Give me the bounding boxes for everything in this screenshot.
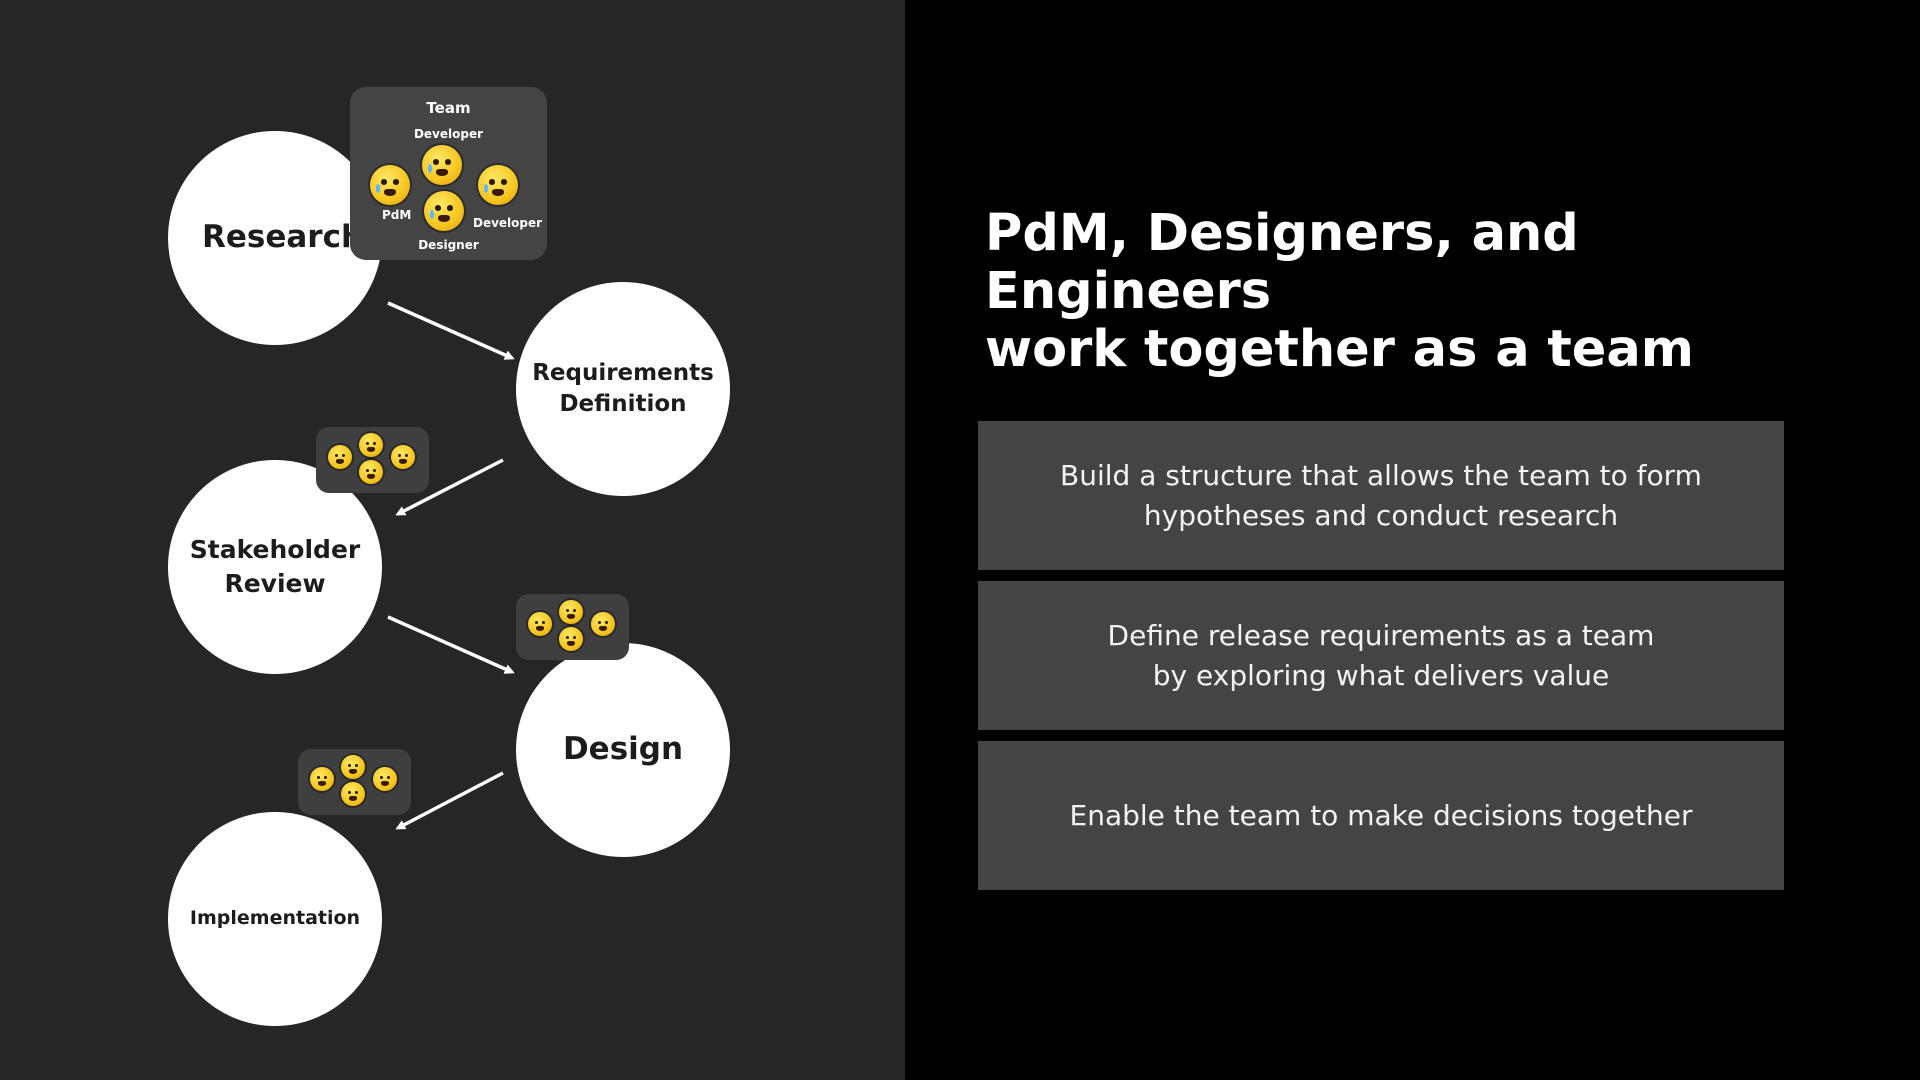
- research-node: Research: [168, 131, 382, 345]
- arrow-design-to-implementation: [395, 771, 504, 830]
- crying-face-icon: [422, 145, 462, 185]
- team-avatar-group: [298, 749, 411, 815]
- requirements-definition-node: Requirements Definition: [516, 282, 730, 496]
- flow-arrows: [387, 301, 515, 830]
- team-card: Team Developer PdM Developer Designer: [350, 87, 547, 260]
- crying-face-icon: [559, 600, 583, 624]
- arrow-stakeholder-to-design: [387, 615, 515, 674]
- arrow-requirements-to-stakeholder: [395, 458, 504, 516]
- point-text: Define release requirements as a team by…: [1107, 618, 1655, 692]
- crying-face-icon: [341, 755, 365, 779]
- design-node: Design: [516, 643, 730, 857]
- designer-label: Designer: [418, 238, 479, 252]
- pdm-label: PdM: [382, 208, 412, 222]
- diagram-panel: Research Requirements Definition Stakeho…: [0, 0, 905, 1080]
- point-card-research: Build a structure that allows the team t…: [978, 421, 1784, 570]
- crying-face-icon: [310, 767, 334, 791]
- crying-face-icon: [478, 165, 518, 205]
- point-text: Build a structure that allows the team t…: [1060, 458, 1702, 532]
- point-text: Enable the team to make decisions togeth…: [1069, 798, 1693, 832]
- crying-face-icon: [359, 460, 383, 484]
- crying-face-icon: [370, 165, 410, 205]
- team-title: Team: [426, 99, 471, 117]
- crying-face-icon: [424, 191, 464, 231]
- crying-face-icon: [391, 445, 415, 469]
- team-avatar-group: [316, 427, 429, 493]
- arrow-research-to-requirements: [387, 301, 515, 360]
- point-card-decisions: Enable the team to make decisions togeth…: [978, 741, 1784, 890]
- point-card-requirements: Define release requirements as a team by…: [978, 581, 1784, 730]
- developer-label: Developer: [413, 127, 484, 141]
- crying-face-icon: [373, 767, 397, 791]
- crying-face-icon: [341, 782, 365, 806]
- developer-label: Developer: [473, 216, 543, 230]
- team-avatar-group: [516, 594, 629, 660]
- crying-face-icon: [559, 627, 583, 651]
- stakeholder-review-node: Stakeholder Review: [168, 460, 382, 674]
- crying-face-icon: [528, 612, 552, 636]
- crying-face-icon: [359, 433, 383, 457]
- crying-face-icon: [328, 445, 352, 469]
- crying-face-icon: [591, 612, 615, 636]
- implementation-node: Implementation: [168, 812, 382, 1026]
- slide-title: PdM, Designers, and Engineers work toget…: [985, 204, 1694, 379]
